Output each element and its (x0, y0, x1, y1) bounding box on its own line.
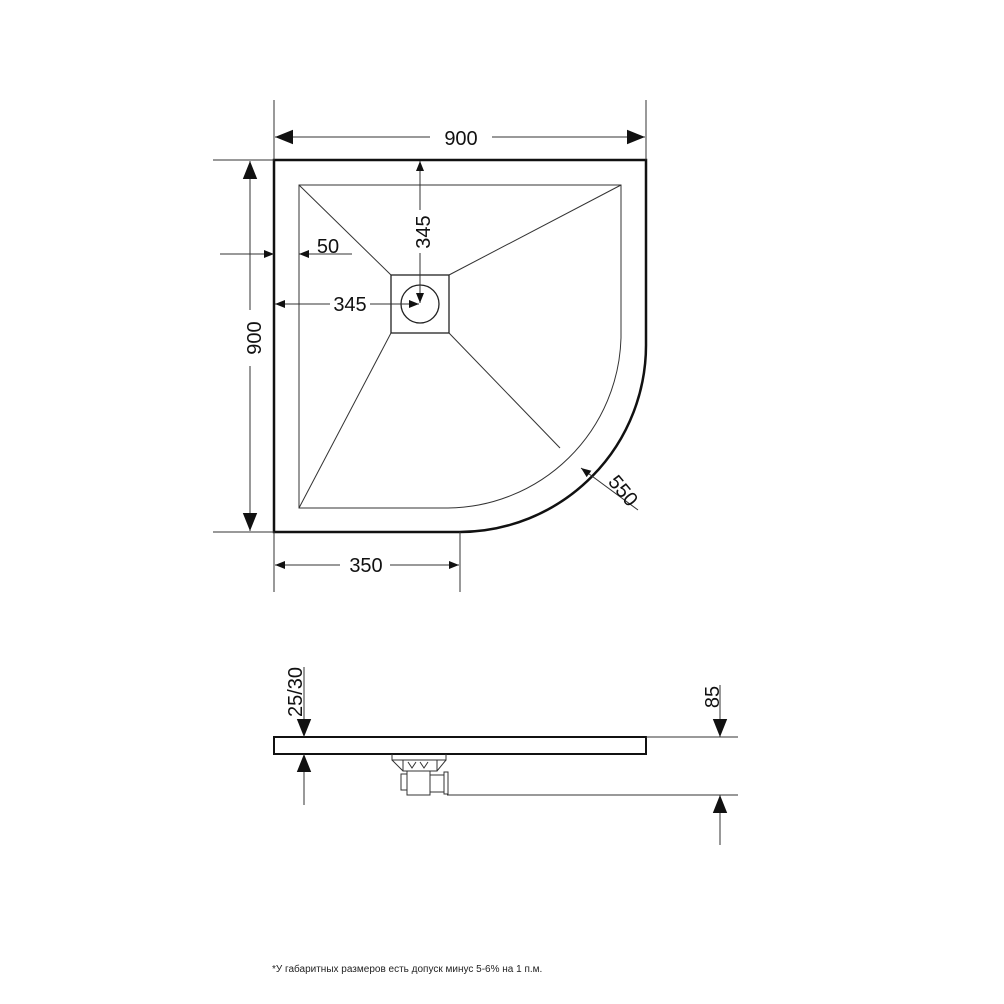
radius-label: 550 (603, 471, 641, 511)
dimension-total-height: 85 (702, 685, 728, 845)
tolerance-footnote: *У габаритных размеров есть допуск минус… (272, 964, 543, 975)
depth-label: 900 (244, 321, 266, 354)
slope-lines (298, 184, 622, 509)
thickness-label: 25/30 (285, 667, 307, 717)
dimension-radius: 550 (580, 467, 642, 511)
dimension-drain-y: 345 (413, 161, 435, 303)
dimension-thickness: 25/30 (285, 667, 312, 805)
tray-inner-basin (298, 184, 622, 509)
drain-siphon (391, 754, 449, 796)
dimension-straight-edge: 350 (273, 532, 461, 592)
drain-y-label: 345 (413, 215, 435, 248)
rim-label: 50 (317, 236, 339, 258)
plan-view: 900 900 50 345 345 (213, 100, 648, 592)
drain-x-label: 345 (333, 294, 366, 316)
side-view: 85 25/30 (273, 667, 738, 845)
tray-profile (273, 736, 647, 755)
dimension-rim: 50 (220, 236, 352, 258)
total-height-label: 85 (702, 686, 724, 708)
dimension-drain-x: 345 (275, 294, 419, 316)
width-label: 900 (444, 128, 477, 150)
straight-edge-label: 350 (349, 555, 382, 577)
dimension-depth: 900 (213, 159, 274, 533)
dimension-width: 900 (273, 100, 647, 160)
